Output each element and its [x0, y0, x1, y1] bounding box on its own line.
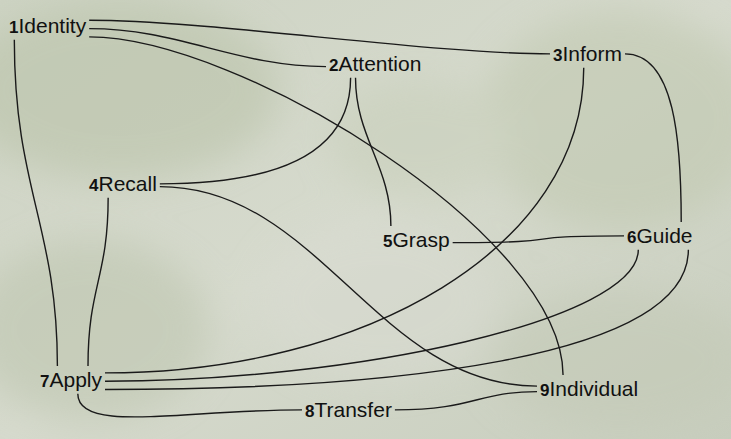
connector-line: [88, 198, 108, 366]
concept-node: 3Inform: [550, 40, 625, 68]
connector-line: [105, 250, 638, 382]
connector-curve: [78, 394, 302, 417]
connector-curve: [89, 37, 563, 375]
connector-line: [453, 236, 624, 243]
connector-curve: [105, 68, 584, 373]
step-label: Identity: [18, 14, 86, 37]
concept-node: 9Individual: [537, 375, 641, 403]
connector-curve: [625, 54, 681, 222]
step-number: 9: [540, 381, 549, 400]
concept-node: 2Attention: [326, 50, 424, 78]
step-label: Inform: [562, 42, 622, 65]
connector-curve: [89, 29, 326, 67]
step-number: 6: [627, 228, 636, 247]
connector-curve: [105, 250, 638, 382]
step-number: 3: [553, 46, 562, 65]
step-label: Individual: [549, 377, 638, 400]
step-number: 7: [40, 372, 49, 391]
connector-curve: [356, 78, 391, 226]
concept-node: 5Grasp: [380, 226, 453, 254]
concept-node: 6Guide: [624, 222, 696, 250]
connector-curve: [14, 40, 57, 366]
connector-line: [356, 78, 391, 226]
connector-line: [89, 29, 326, 67]
concept-node: 4Recall: [86, 170, 160, 198]
connector-curve: [453, 236, 624, 243]
connector-line: [160, 187, 537, 386]
step-number: 4: [89, 176, 98, 195]
connector-curve: [89, 20, 550, 54]
step-number: 2: [329, 56, 338, 75]
connector-line: [395, 392, 537, 410]
connector-curve: [160, 187, 537, 386]
connector-line: [160, 78, 351, 184]
step-label: Grasp: [392, 228, 449, 251]
step-label: Recall: [98, 172, 156, 195]
concept-node: 8Transfer: [302, 396, 395, 424]
connector-curve: [88, 198, 108, 366]
connector-line: [89, 37, 563, 375]
step-label: Attention: [338, 52, 421, 75]
connector-curve: [160, 78, 351, 184]
concept-node: 1Identity: [6, 12, 89, 40]
concept-node: 7Apply: [37, 366, 105, 394]
connector-line: [14, 40, 57, 366]
connector-line: [89, 20, 550, 54]
step-number: 8: [305, 402, 314, 421]
connector-line: [625, 54, 681, 222]
connector-line: [78, 394, 302, 417]
step-label: Guide: [636, 224, 692, 247]
connector-curve: [105, 250, 688, 390]
connector-line: [105, 250, 688, 390]
connector-line: [105, 68, 584, 373]
step-number: 5: [383, 232, 392, 251]
connector-curve: [395, 392, 537, 410]
step-label: Apply: [49, 368, 102, 391]
step-label: Transfer: [314, 398, 391, 421]
step-number: 1: [9, 18, 18, 37]
